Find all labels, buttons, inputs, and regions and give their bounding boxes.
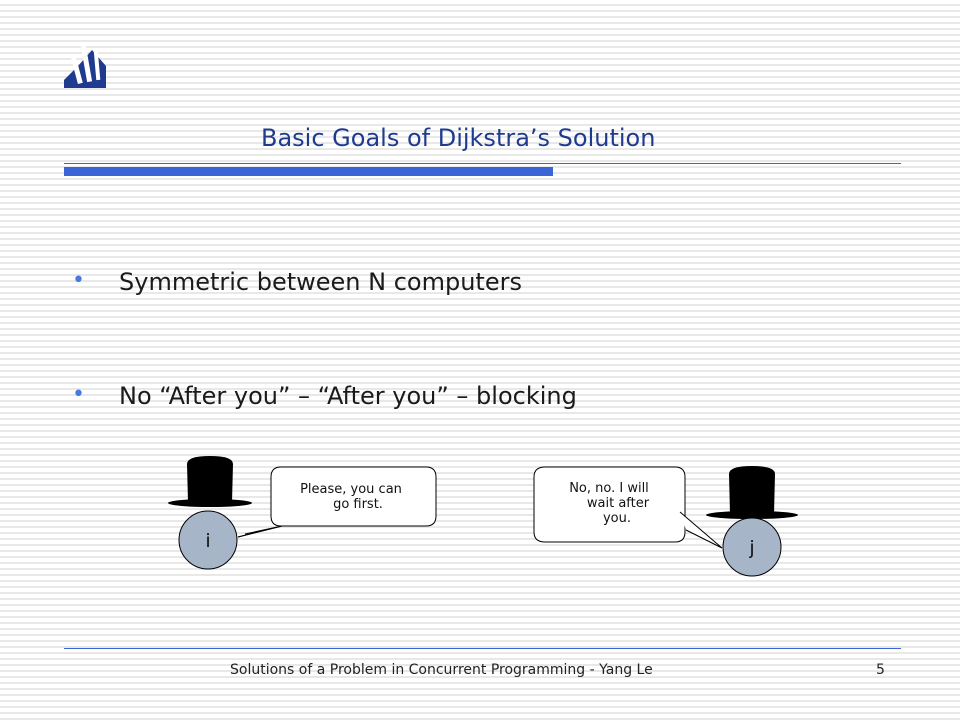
head-i-label: i [205,530,210,552]
left-bubble-line-1: Please, you can [300,482,402,497]
head-i [178,510,238,570]
left-figure: i [168,456,252,570]
bullet-dot-icon: • [72,268,85,293]
title-divider-thick [64,167,553,176]
bullet-text: Symmetric between N computers [119,268,522,296]
right-bubble-line-2: wait after [587,496,650,511]
footer-divider [64,648,901,649]
right-bubble-line-3: you. [603,511,631,526]
after-you-illustration: i Please, you can go first. No, no. I wi… [168,456,798,577]
slide-title-text: Basic Goals of Dijkstra’s Solution [261,124,656,152]
head-j [722,517,782,577]
top-hat-icon [168,456,252,507]
title-divider-thin [64,163,901,164]
right-figure: j [706,466,798,577]
left-bubble-line-2: go first. [333,497,383,512]
university-logo-icon [64,45,106,88]
footer-text: Solutions of a Problem in Concurrent Pro… [230,662,653,678]
head-j-label: j [748,537,754,559]
right-bubble-line-1: No, no. I will [569,481,649,496]
top-hat-icon [706,466,798,519]
bullet-text: No “After you” – “After you” – blocking [119,382,577,410]
left-speech-bubble: Please, you can go first. [237,466,437,538]
page-number: 5 [876,662,885,678]
right-speech-bubble: No, no. I will wait after you. [533,466,723,549]
bullet-dot-icon: • [72,382,85,407]
